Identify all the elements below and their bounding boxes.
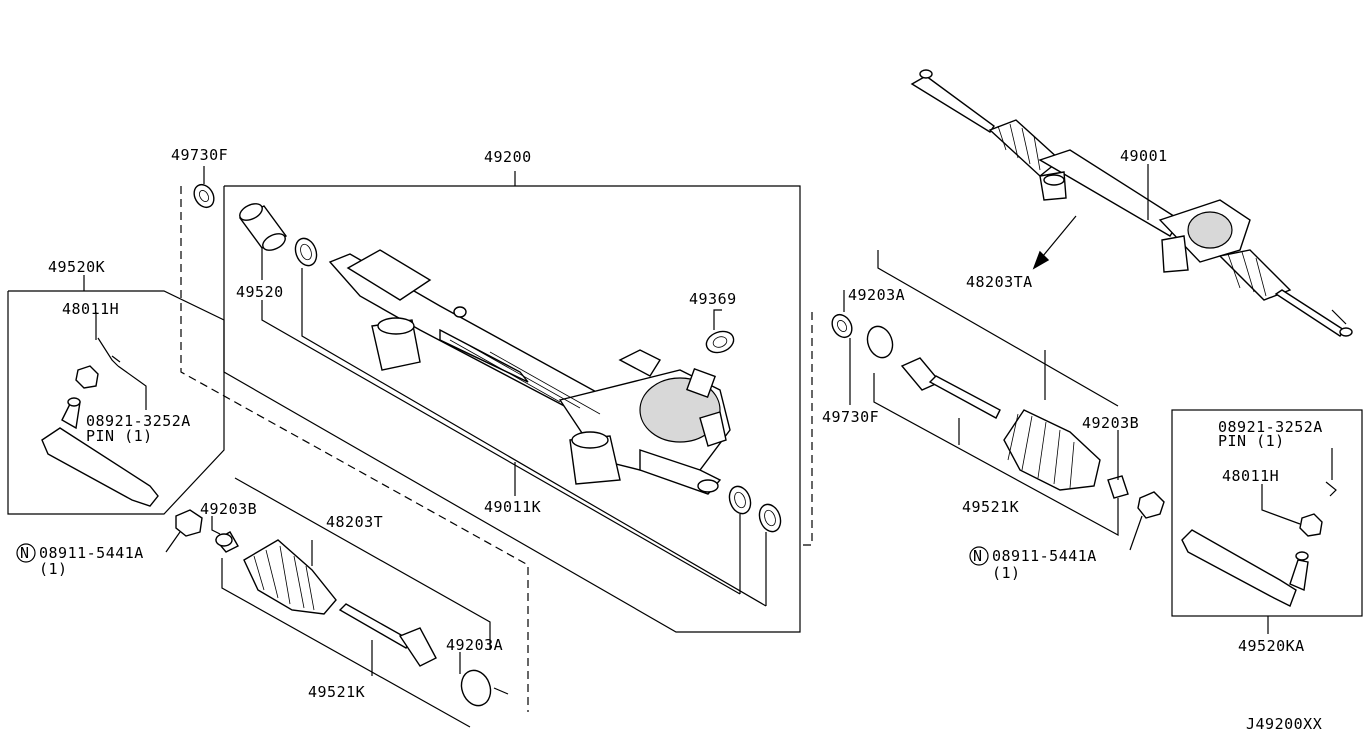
label-48203TA: 48203TA: [966, 273, 1033, 291]
tie-rod-end-left: [41, 337, 159, 507]
nut-symbol-circle-right: [969, 546, 989, 566]
inner-socket-right: [1107, 475, 1129, 499]
boot-clip-right: [866, 325, 894, 359]
label-48011H-left: 48011H: [62, 300, 119, 318]
lock-nut-right: [1137, 491, 1165, 519]
direction-arrow: [1037, 215, 1077, 263]
cap-49369: [705, 330, 735, 354]
nut-symbol-left: N: [20, 544, 30, 562]
nut-symbol-right: N: [973, 547, 983, 565]
seal-ring-right-2: [758, 503, 782, 533]
label-49520: 49520: [236, 283, 284, 301]
label-qty-right: (1): [992, 564, 1021, 582]
label-pin-right: PIN (1): [1218, 432, 1285, 450]
dashed-group-right: [800, 312, 813, 546]
bushing-49520: [238, 203, 288, 251]
lock-nut-left: [175, 509, 203, 537]
label-49001: 49001: [1120, 147, 1168, 165]
label-49200: 49200: [484, 148, 532, 166]
boot-left: [243, 539, 337, 615]
label-qty-left: (1): [39, 560, 68, 578]
label-49521K-right: 49521K: [962, 498, 1019, 516]
boot-right: [1003, 409, 1101, 491]
inner-socket-left: [214, 531, 239, 553]
label-48011H-right: 48011H: [1222, 467, 1279, 485]
label-08911-left: 08911-5441A: [39, 544, 144, 562]
tie-rod-end-right: [1181, 481, 1337, 607]
castle-nut-right: [1299, 513, 1323, 537]
label-08911-right: 08911-5441A: [992, 547, 1097, 565]
label-08921-right: 08921-3252A: [1218, 418, 1323, 436]
label-49730F-top: 49730F: [171, 146, 228, 164]
seal-49730F-right: [831, 313, 853, 339]
tie-rod-box-left: [7, 290, 225, 515]
diagram-id: J49200XX: [1246, 715, 1322, 733]
label-49520KA: 49520KA: [1238, 637, 1305, 655]
boot-group-left: [234, 477, 491, 650]
steering-assembly-49001: [910, 69, 1353, 337]
seal-ring-left: [294, 237, 318, 267]
label-48203T: 48203T: [326, 513, 383, 531]
label-49203B-right: 49203B: [1082, 414, 1139, 432]
label-08921-left: 08921-3252A: [86, 412, 191, 430]
dashed-group-left: [180, 186, 529, 712]
label-49203A-left: 49203A: [446, 636, 503, 654]
label-49203A-right: 49203A: [848, 286, 905, 304]
seal-ring-right-1: [728, 485, 752, 515]
nut-symbol-circle-left: [16, 543, 36, 563]
tie-rod-box-right: [1171, 409, 1363, 617]
label-pin-left: PIN (1): [86, 427, 153, 445]
label-49521K-left: 49521K: [308, 683, 365, 701]
steering-gear-housing: [328, 249, 731, 495]
label-49520K: 49520K: [48, 258, 105, 276]
label-49369: 49369: [689, 290, 737, 308]
label-49730F-right: 49730F: [822, 408, 879, 426]
inner-rod-right: [900, 357, 1001, 419]
boot-group-right: [877, 250, 1119, 407]
castle-nut-left: [75, 365, 99, 389]
label-49011K: 49011K: [484, 498, 541, 516]
seal-49730F-top: [193, 183, 215, 209]
label-49203B-left: 49203B: [200, 500, 257, 518]
inner-rod-left: [338, 603, 437, 667]
boot-clip-left: [460, 669, 509, 707]
